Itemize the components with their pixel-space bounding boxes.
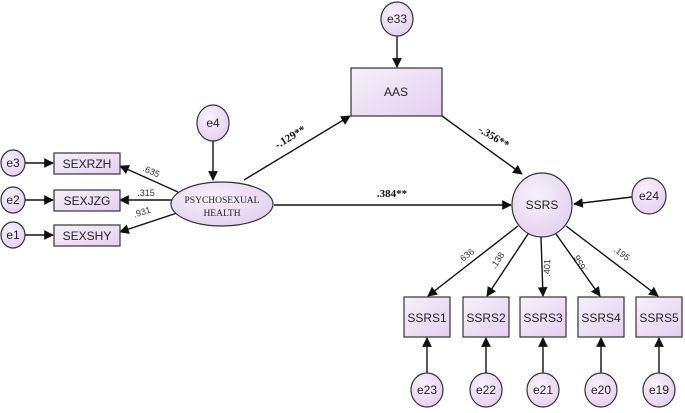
path-ssrs-to-ssrs3 [537,236,548,297]
node-psychosexual-label-1: PSYCHOSEXUAL [185,196,260,206]
node-ssrs1-label: SSRS1 [407,311,447,325]
error-e3[interactable] [0,149,26,177]
error-e24-label: e24 [639,189,659,203]
node-ssrs3-label: SSRS3 [523,311,563,325]
coef-ssrs3: .401 [542,259,553,277]
node-sexrzh[interactable] [53,152,121,175]
path-ssrs-to-ssrs5 [565,225,659,297]
error-e22-label: e22 [476,383,496,397]
node-aas[interactable] [350,67,443,117]
node-ssrs4[interactable] [577,296,625,338]
node-ssrs5-label: SSRS5 [639,311,679,325]
node-ssrs2[interactable] [462,296,510,338]
error-e20-label: e20 [591,383,611,397]
error-e1[interactable] [0,221,26,249]
node-ssrs4-label: SSRS4 [581,311,621,325]
node-sexshy[interactable] [53,224,121,247]
error-e19[interactable] [642,372,676,408]
error-e3-label: e3 [6,156,20,170]
error-e21[interactable] [526,372,560,408]
error-e21-label: e21 [533,383,553,397]
node-ssrs1[interactable] [403,296,451,338]
error-e20[interactable] [584,372,618,408]
error-e33-label: e33 [387,12,407,26]
node-aas-label: AAS [384,85,408,99]
coef-psycho-aas: -.129** [273,123,309,151]
path-aas-to-ssrs [441,115,523,175]
path-ssrs-to-ssrs4 [555,233,601,297]
path-ssrs-to-ssrs1 [427,225,519,297]
node-ssrs[interactable] [511,172,573,238]
coef-ssrs2: .138 [489,250,507,270]
error-e2-label: e2 [6,193,20,207]
error-e4-label: e4 [206,116,220,130]
coef-ssrs1: .636 [456,246,476,265]
node-psychosexual-label-2: HEALTH [203,209,240,219]
coef-ssrs5: .195 [612,244,632,263]
coef-ssrs4: .656 [572,253,589,273]
path-psycho-to-aas [243,115,351,181]
coef-aas-ssrs: -.356** [476,124,512,152]
error-e4[interactable] [196,104,230,142]
path-e24-to-ssrs [573,196,633,208]
coef-sexjzg: .315 [137,188,155,198]
node-sexshy-label: SEXSHY [63,229,112,243]
coef-sexshy: .931 [132,205,152,220]
error-e24[interactable] [631,177,667,215]
coef-psycho-ssrs: .384** [377,188,408,200]
node-ssrs-label: SSRS [526,198,559,212]
error-e2[interactable] [0,186,26,214]
node-sexjzg[interactable] [53,189,121,212]
error-e22[interactable] [469,372,503,408]
error-e19-label: e19 [649,383,669,397]
error-e23[interactable] [410,372,444,408]
node-sexrzh-label: SEXRZH [63,157,112,171]
path-psycho-to-sexrzh [119,165,179,193]
node-ssrs2-label: SSRS2 [466,311,506,325]
error-e33[interactable] [380,1,414,37]
node-sexjzg-label: SEXJZG [64,194,111,208]
path-psycho-to-sexshy [119,211,181,234]
node-ssrs3[interactable] [519,296,567,338]
path-ssrs-to-ssrs2 [486,233,529,297]
node-ssrs5[interactable] [635,296,683,338]
error-e1-label: e1 [6,228,20,242]
error-e23-label: e23 [417,383,437,397]
node-psychosexual-health[interactable] [170,181,274,227]
